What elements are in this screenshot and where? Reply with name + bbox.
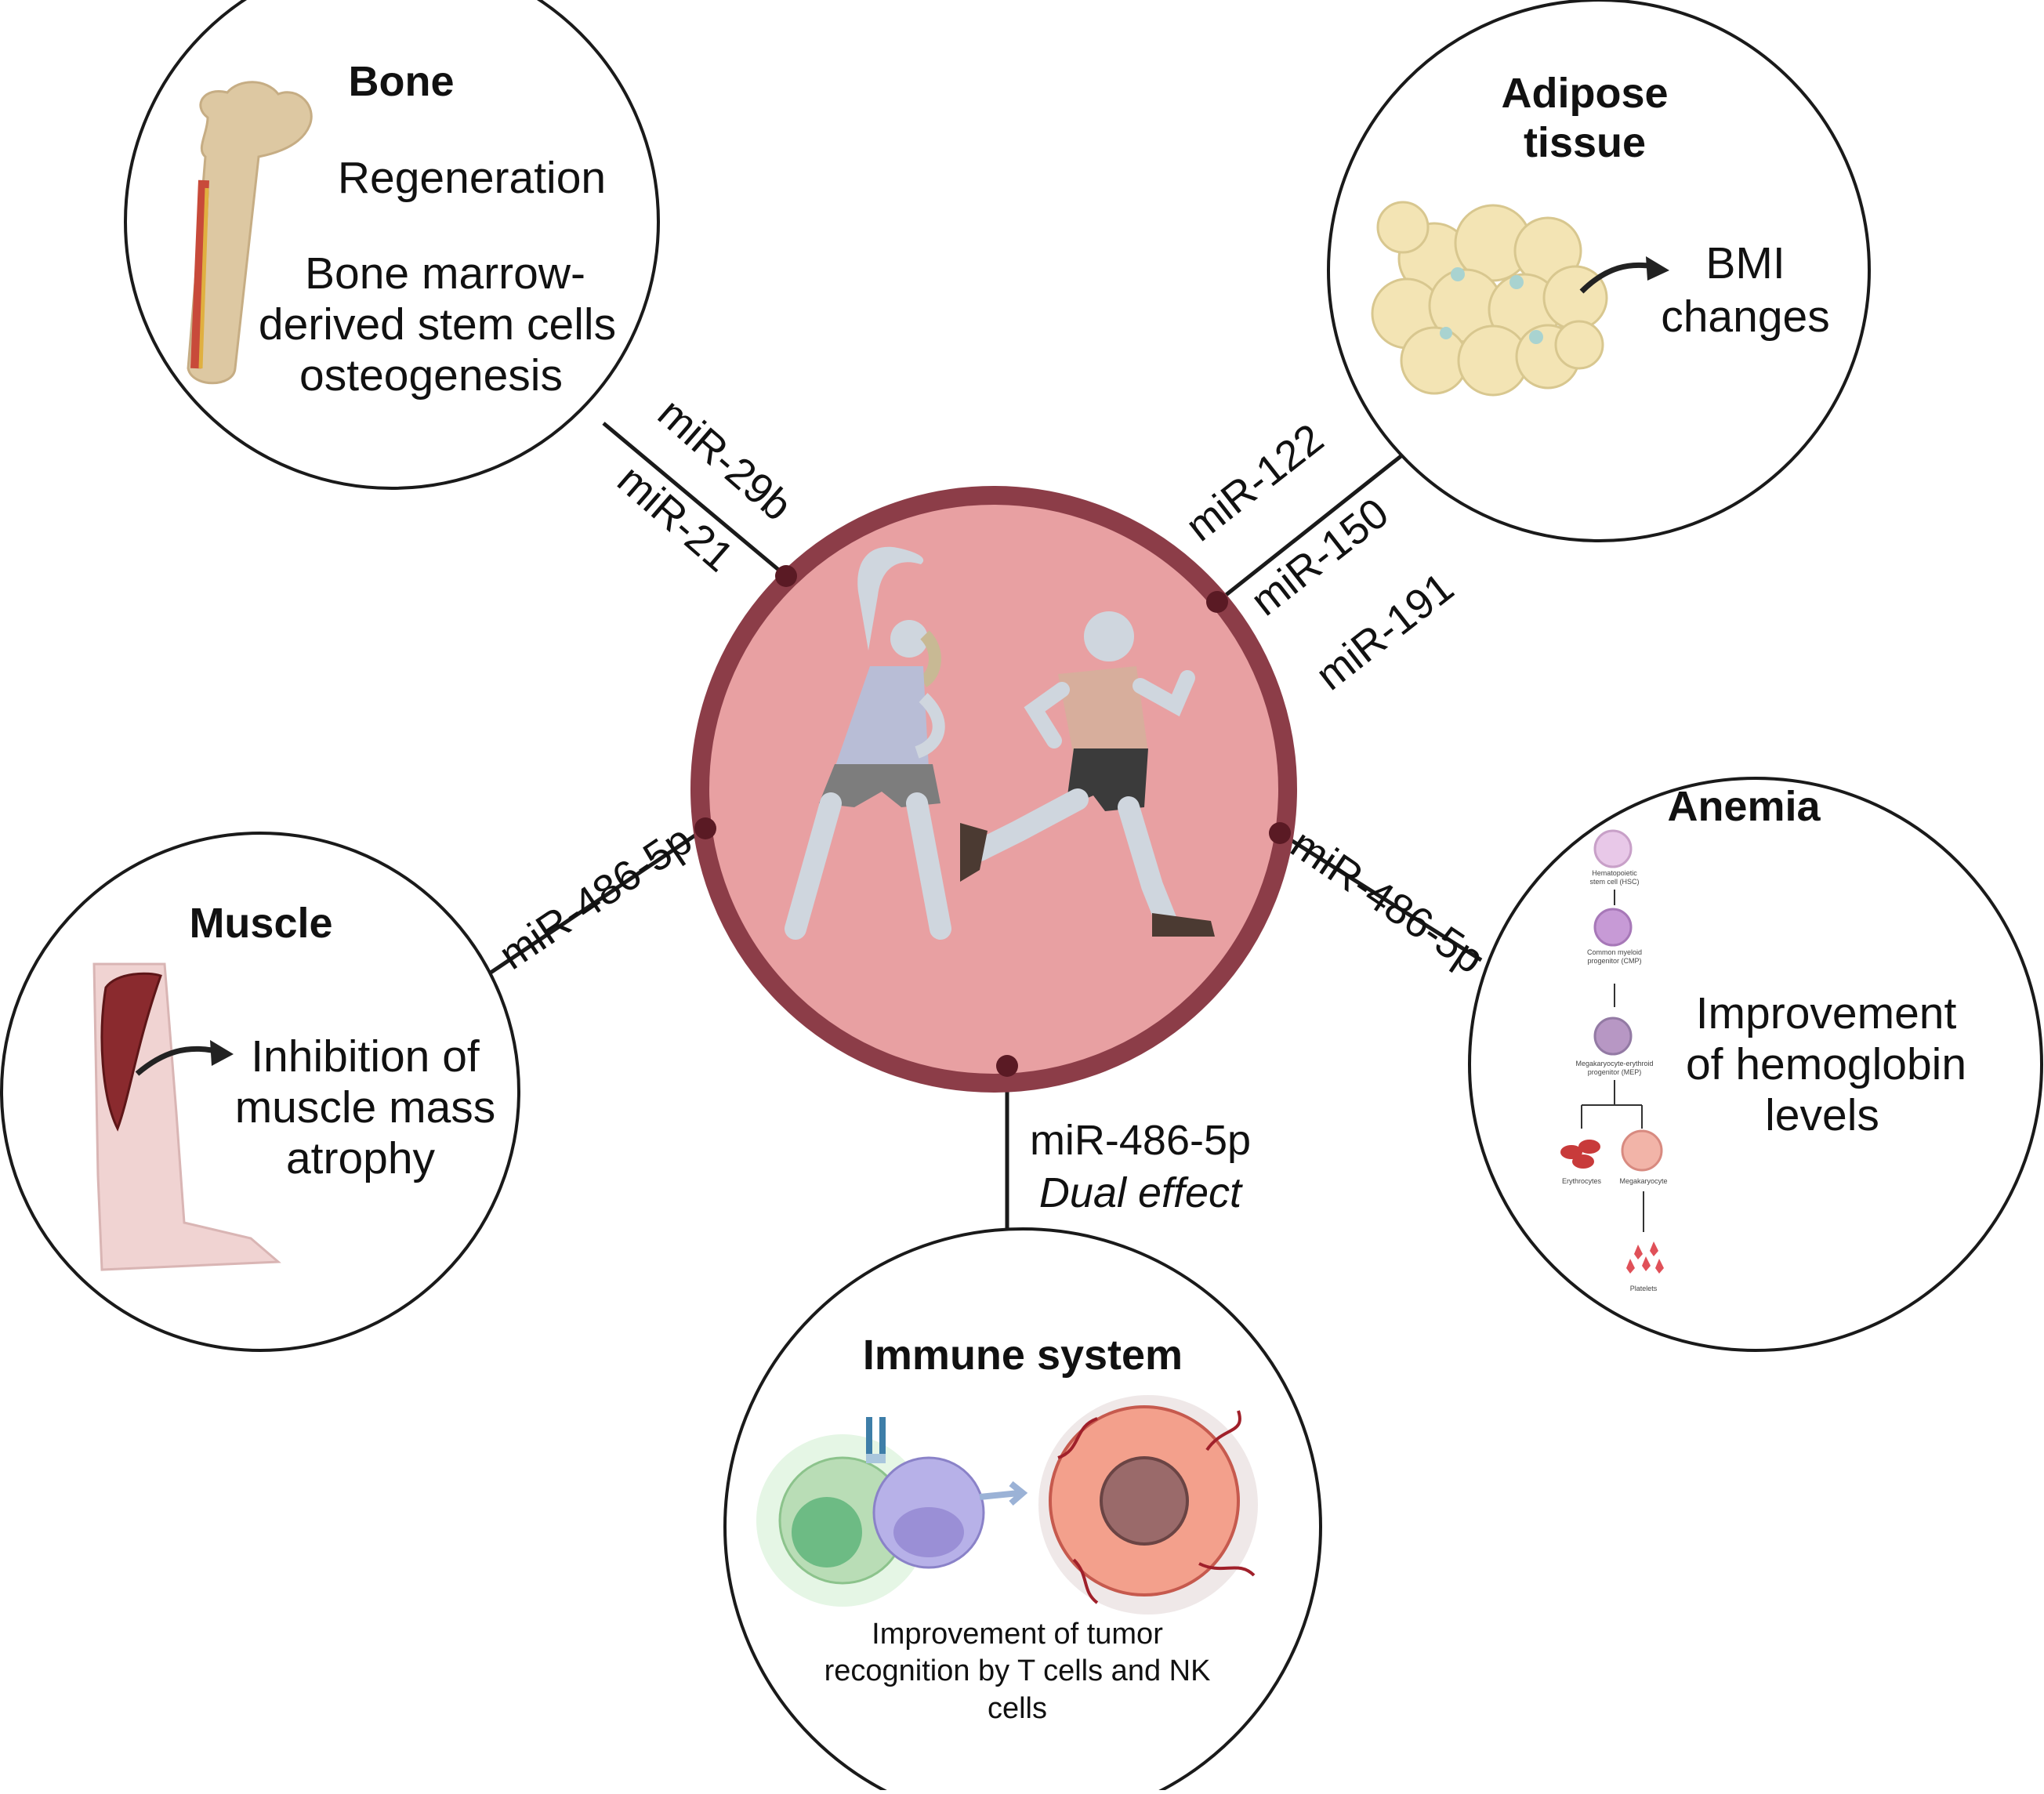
bone-line-2: Bone marrow- <box>305 248 585 299</box>
adipose-arrow-icon <box>1579 262 1654 294</box>
connector-anemia <box>1278 831 1483 962</box>
anemia-title: Anemia <box>1667 783 1821 830</box>
bone-line-4: osteogenesis <box>299 350 563 400</box>
dot-muscle <box>694 817 716 839</box>
mep-label-line-1: Megakaryocyte-erythroid <box>1575 1060 1653 1067</box>
mirna-adipose-3: miR-191 <box>1307 564 1462 699</box>
megakaryocyte-icon <box>1621 1129 1663 1172</box>
mirna-adipose-2: miR-150 <box>1242 489 1397 625</box>
mep-label-line-2: progenitor (MEP) <box>1588 1068 1642 1076</box>
muscle-node: Muscle Inhibition of muscle mass atrophy <box>92 900 496 1271</box>
femur-bone-icon <box>187 81 313 385</box>
bone-line-3: derived stem cells <box>259 299 616 350</box>
cmp-label-line-1: Common myeloid <box>1587 948 1642 956</box>
immune-node-circle <box>723 1227 1322 1794</box>
hsc-cell-icon <box>1593 829 1633 868</box>
platelets-icon <box>1626 1241 1664 1274</box>
adipose-title-line-2: tissue <box>1524 119 1646 166</box>
adipose-arrowhead-icon <box>1646 256 1669 281</box>
adipose-title-line-1: Adipose <box>1501 70 1668 117</box>
erythrocytes-icon <box>1560 1140 1600 1169</box>
anemia-line-3: levels <box>1765 1090 1879 1140</box>
adipose-line-1: BMI <box>1705 238 1785 288</box>
dot-anemia <box>1269 822 1291 844</box>
nk-cell-icon <box>872 1456 1028 1569</box>
muscle-line-3: atrophy <box>286 1133 436 1183</box>
mep-cell-icon <box>1593 1017 1633 1056</box>
cmp-cell-icon <box>1593 908 1633 947</box>
stretching-woman-icon <box>785 546 951 940</box>
mirna-muscle-1: miR-486-5p <box>491 816 700 978</box>
dot-immune <box>996 1055 1018 1077</box>
immune-caption-line-2: recognition by T cells and NK <box>824 1654 1211 1687</box>
immune-caption-line-1: Improvement of tumor <box>872 1618 1163 1651</box>
anemia-line-2: of hemoglobin <box>1686 1039 1966 1089</box>
center-circle <box>690 486 1297 1093</box>
hsc-label-line-2: stem cell (HSC) <box>1589 878 1639 886</box>
adipose-line-2: changes <box>1661 292 1830 342</box>
bone-title: Bone <box>349 58 455 105</box>
hematopoiesis-diagram: Hematopoietic stem cell (HSC) Common mye… <box>1560 829 1668 1292</box>
fat-cell-dots <box>1440 267 1543 344</box>
exercise-center <box>690 486 1297 1093</box>
immune-node: Immune system Improvement of tumor recog… <box>756 1332 1258 1725</box>
mirna-immune-1: miR-486-5p <box>1030 1117 1251 1164</box>
bone-line-1: Regeneration <box>338 153 606 203</box>
connector-adipose <box>1216 453 1404 603</box>
dot-adipose <box>1206 591 1228 613</box>
immune-caption-line-3: cells <box>988 1692 1047 1725</box>
dot-bone <box>775 565 797 587</box>
adipose-node: Adipose tissue BMI changes <box>1371 70 1830 397</box>
muscle-arrowhead-icon <box>210 1040 234 1066</box>
platelets-label: Platelets <box>1630 1285 1658 1292</box>
muscle-title: Muscle <box>189 900 332 947</box>
anemia-line-1: Improvement <box>1696 988 1957 1038</box>
fat-cells-icon <box>1371 201 1608 397</box>
connectors <box>484 422 1483 1263</box>
bone-node: Bone Regeneration Bone marrow- derived s… <box>187 58 616 400</box>
megakaryocyte-label: Megakaryocyte <box>1619 1177 1667 1185</box>
cmp-label-line-2: progenitor (CMP) <box>1587 957 1641 965</box>
connector-bone <box>602 422 788 578</box>
hsc-label-line-1: Hematopoietic <box>1592 869 1637 877</box>
connector-muscle <box>484 826 707 978</box>
muscle-arrow-icon <box>135 1046 212 1076</box>
running-man-icon <box>960 611 1215 937</box>
tumor-cell-icon <box>1038 1395 1258 1615</box>
erythrocytes-label: Erythrocytes <box>1562 1177 1602 1185</box>
connection-dots <box>694 565 1291 1077</box>
mirna-immune-note: Dual effect <box>1039 1169 1243 1216</box>
muscle-line-2: muscle mass <box>235 1082 496 1133</box>
leg-muscle-icon <box>92 962 281 1271</box>
anemia-node: Anemia Hematopoietic stem cell (HSC) Com… <box>1560 783 1966 1292</box>
mirna-anemia-1: miR-486-5p <box>1282 820 1491 982</box>
adipose-node-circle <box>1327 0 1871 542</box>
muscle-line-1: Inhibition of <box>251 1031 480 1082</box>
immune-title: Immune system <box>863 1332 1183 1379</box>
